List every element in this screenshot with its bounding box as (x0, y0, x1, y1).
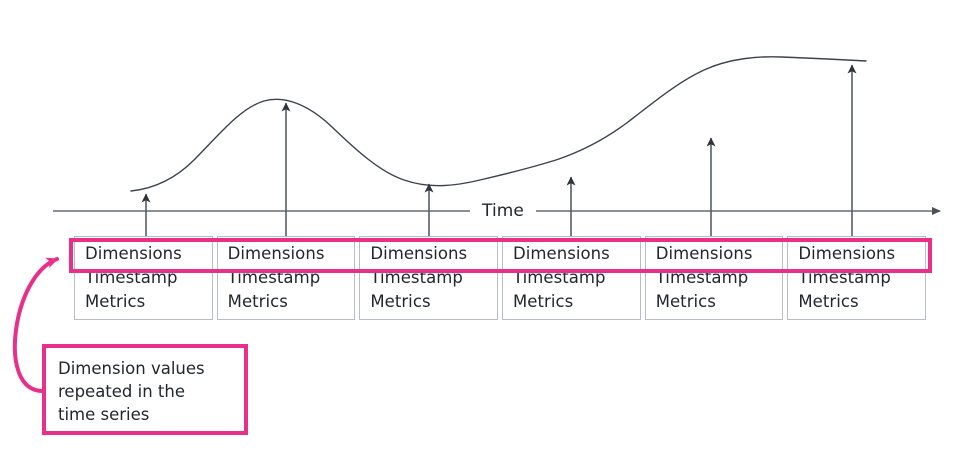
timeseries-card[interactable]: Dimensions Timestamp Metrics (644, 236, 784, 320)
timeseries-card[interactable]: Dimensions Timestamp Metrics (787, 236, 927, 320)
card-metrics-label: Metrics (513, 292, 574, 311)
card-dimensions-label: Dimensions (370, 244, 468, 263)
card-metrics-label: Metrics (85, 292, 146, 311)
card-dimensions-label: Dimensions (85, 244, 182, 263)
timeseries-cards-row: Dimensions Timestamp Metrics Dimensions … (74, 236, 927, 320)
callout-line-2: repeated in the (58, 382, 186, 401)
card-dimensions-label: Dimensions (227, 244, 325, 263)
dimensions-row-highlight (69, 238, 932, 273)
timeseries-card[interactable]: Dimensions Timestamp Metrics (359, 236, 499, 320)
card-metrics-label: Metrics (798, 292, 859, 311)
card-metrics-label: Metrics (655, 292, 716, 311)
card-dimensions-label: Dimensions (513, 244, 610, 263)
time-axis-label: Time (470, 200, 536, 222)
card-dimensions-label: Dimensions (655, 244, 753, 263)
callout-box: Dimension values repeated in the time se… (42, 344, 248, 435)
card-metrics-label: Metrics (227, 292, 288, 311)
card-dimensions-label: Dimensions (798, 244, 896, 263)
callout-line-1: Dimension values (58, 359, 205, 378)
metric-curve (130, 56, 867, 192)
card-metrics-label: Metrics (370, 292, 431, 311)
callout-line-3: time series (58, 405, 150, 424)
